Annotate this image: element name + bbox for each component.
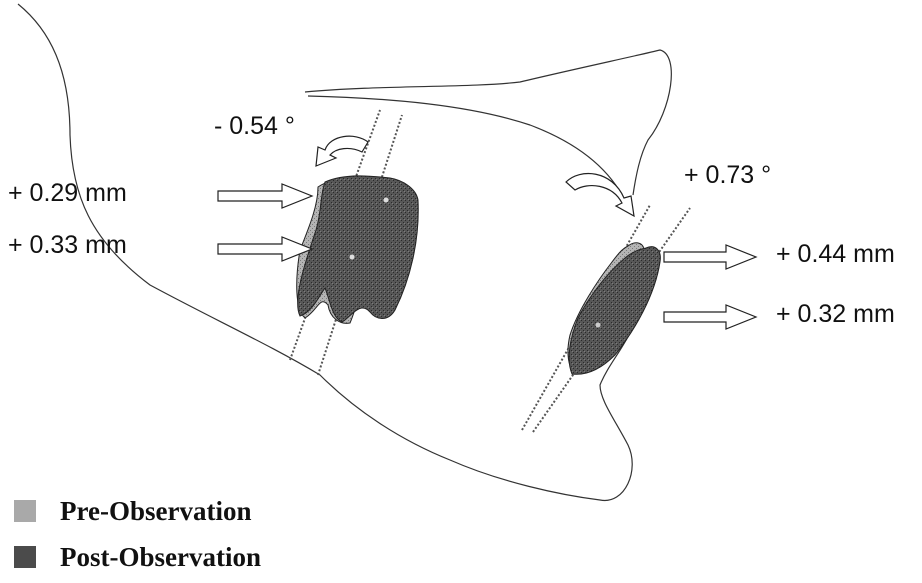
molar-upper-displacement-label: + 0.29 mm — [8, 179, 127, 207]
legend-pre-observation: Pre-Observation — [14, 496, 251, 526]
molar-post-observation — [298, 176, 419, 322]
legend-post-observation: Post-Observation — [14, 542, 261, 572]
molar-rotation-label: - 0.54 ° — [214, 112, 295, 140]
premolar-upper-displacement-arrow — [664, 245, 756, 269]
premolar-rotation-arrow — [566, 174, 634, 216]
molar-upper-displacement-arrow — [218, 184, 312, 208]
pre-observation-label: Pre-Observation — [60, 496, 251, 527]
molar-lower-displacement-arrow — [218, 237, 312, 261]
premolar-tooth — [568, 243, 660, 374]
molar-tooth — [297, 176, 419, 323]
pre-observation-swatch — [14, 500, 36, 522]
premolar-lower-displacement-label: + 0.32 mm — [776, 300, 895, 328]
molar-lower-displacement-label: + 0.33 mm — [8, 231, 127, 259]
post-observation-swatch — [14, 546, 36, 568]
premolar-upper-displacement-label: + 0.44 mm — [776, 240, 895, 268]
premolar-lower-displacement-arrow — [664, 305, 756, 329]
molar-rotation-arrow — [316, 136, 368, 166]
post-observation-label: Post-Observation — [60, 542, 261, 573]
premolar-rotation-label: + 0.73 ° — [684, 161, 771, 189]
zygoma-outline — [305, 50, 671, 195]
